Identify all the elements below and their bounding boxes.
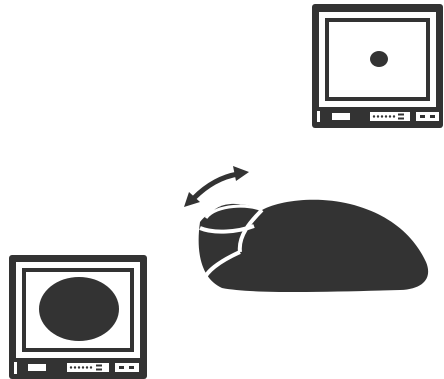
- top-dot: [370, 51, 388, 67]
- double-arrow-icon: [184, 166, 249, 207]
- mouse-icon: [199, 200, 429, 292]
- bottom-monitor-icon: [9, 255, 147, 379]
- top-monitor-icon: [312, 4, 443, 128]
- bottom-dot: [39, 277, 119, 341]
